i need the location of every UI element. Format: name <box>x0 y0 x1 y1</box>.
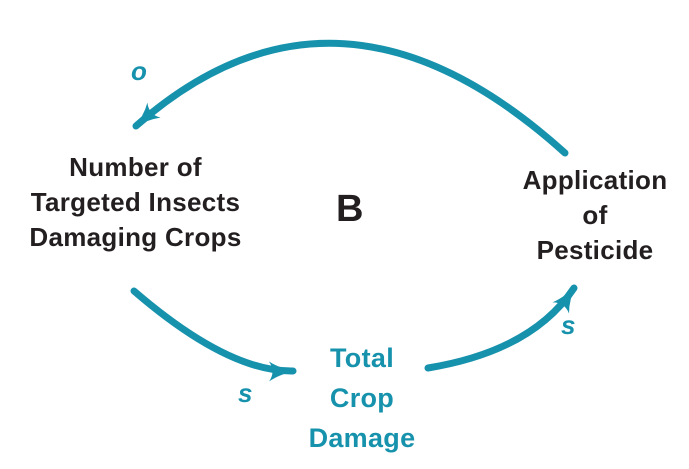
arrow-pesticide-to-insects <box>132 39 569 157</box>
polarity-label-s-bottom-right: s <box>561 310 576 340</box>
arrow-insects-to-crop-damage <box>130 287 297 382</box>
polarity-label-o: o <box>131 56 147 86</box>
polarity-label-s-bottom-left: s <box>238 378 253 408</box>
arrow-crop-damage-to-pesticide <box>424 284 578 372</box>
node-label-total-crop-damage: Total Crop Damage <box>308 343 416 453</box>
node-label-targeted-insects: Number of Targeted Insects Damaging Crop… <box>29 152 242 252</box>
node-label-application-of-pesticide: Application of Pesticide <box>522 165 668 265</box>
loop-balance-label: B <box>336 188 364 230</box>
